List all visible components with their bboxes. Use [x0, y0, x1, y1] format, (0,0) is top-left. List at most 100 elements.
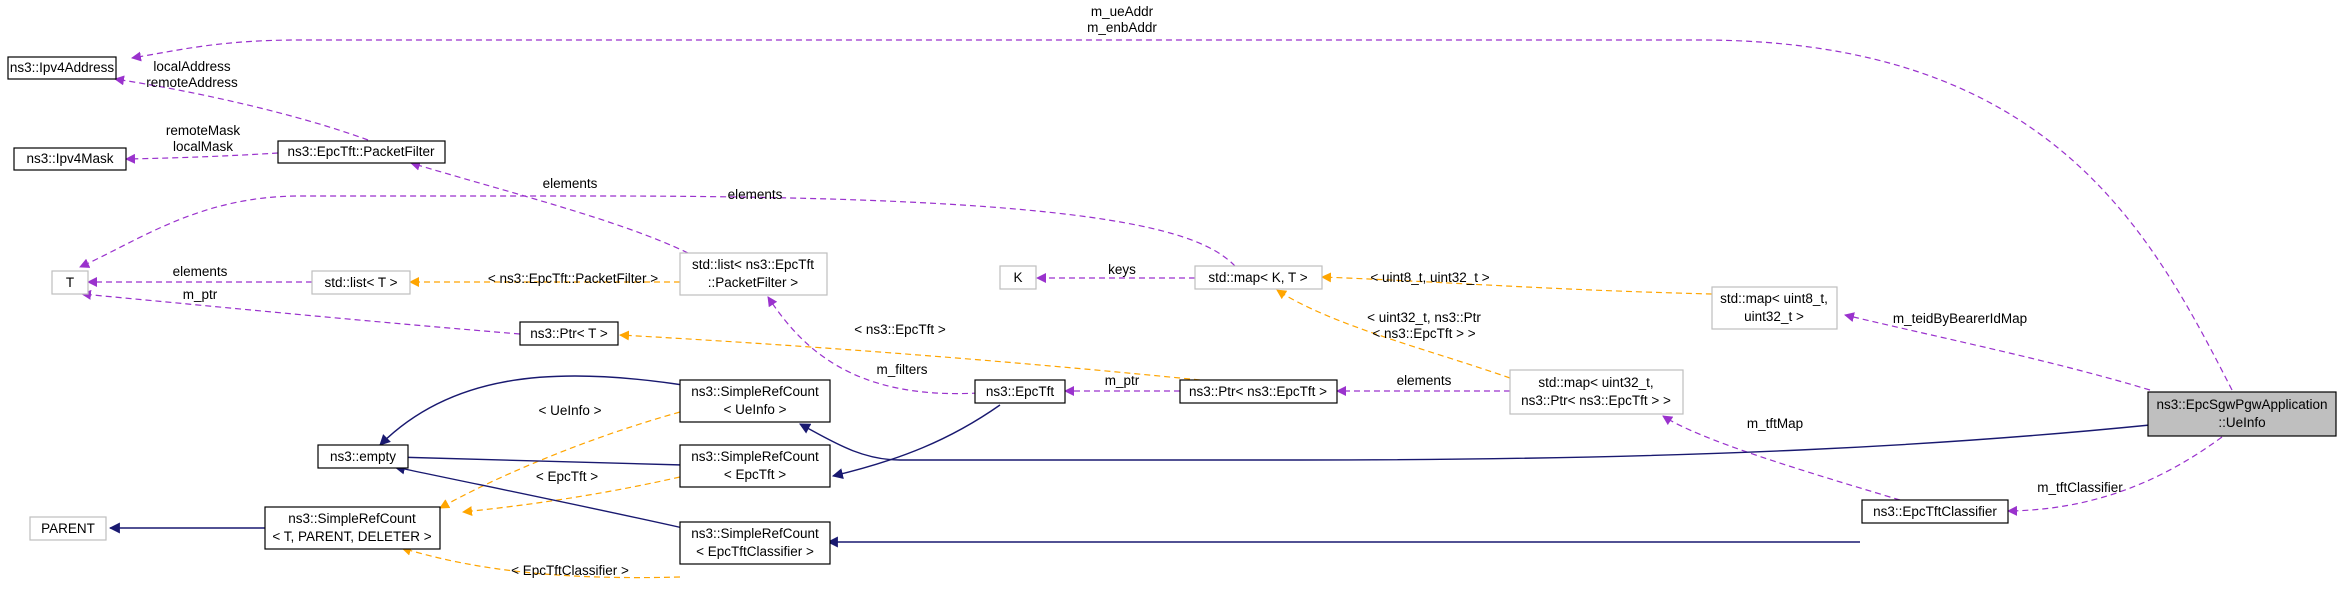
- node-simplerefcount-ueinfo[interactable]: ns3::SimpleRefCount < UeInfo >: [679, 379, 831, 423]
- edge-stdmapu8-to-stdmapkt: [1321, 272, 1713, 295]
- node-stdlist-packetfilter[interactable]: std::list< ns3::EpcTft ::PacketFilter >: [679, 252, 828, 296]
- edge-srcepctft-to-empty: [393, 451, 684, 466]
- node-stdmap-uint32[interactable]: std::map< uint32_t, ns3::Ptr< ns3::EpcTf…: [1509, 369, 1684, 415]
- node-label: std::map< K, T >: [1208, 270, 1307, 285]
- node-label: ns3::EpcTft: [986, 384, 1055, 399]
- edge-label-tpl-epctft: < EpcTft >: [536, 469, 598, 484]
- node-label: ns3::Ptr< ns3::EpcTft > >: [1521, 393, 1671, 408]
- edge-classifier-to-stdmapu32: [1662, 415, 1901, 501]
- edge-label-keys: keys: [1108, 262, 1136, 277]
- node-ueinfo-root[interactable]: ns3::EpcSgwPgwApplication ::UeInfo: [2147, 391, 2337, 437]
- node-simplerefcount-epctft[interactable]: ns3::SimpleRefCount < EpcTft >: [679, 444, 831, 488]
- node-epctftclassifier[interactable]: ns3::EpcTftClassifier: [1861, 499, 2009, 524]
- edge-srcueinfo-to-empty: [379, 375, 684, 446]
- node-label: std::list< T >: [324, 275, 397, 290]
- node-epctft[interactable]: ns3::EpcTft: [974, 379, 1066, 404]
- node-label: K: [1013, 270, 1022, 285]
- edge-ueinfo-to-stdmapu8: [1844, 312, 2151, 391]
- node-label: ns3::EpcTft::PacketFilter: [287, 144, 435, 159]
- edge-srcclassifier-to-srct: [401, 545, 681, 579]
- node-label: ns3::Ptr< T >: [530, 326, 608, 341]
- node-packetfilter[interactable]: ns3::EpcTft::PacketFilter: [277, 140, 446, 164]
- edge-label-remoteaddress: remoteAddress: [146, 75, 238, 90]
- node-ptr-t[interactable]: ns3::Ptr< T >: [519, 321, 619, 346]
- node-ptr-epctft[interactable]: ns3::Ptr< ns3::EpcTft >: [1179, 379, 1338, 404]
- edge-labels-layer: m_ueAddr m_enbAddr localAddress remoteAd…: [146, 4, 2123, 578]
- edge-label-tpl-epctft-ptr: < ns3::EpcTft >: [854, 322, 946, 337]
- edge-ueinfo-to-ipv4address: [131, 39, 2233, 391]
- edge-epctft-to-srcepctft: [831, 404, 1001, 480]
- edge-ueinfo-to-srcueinfo: [799, 423, 2151, 461]
- edge-srcepctft-to-srct: [462, 476, 681, 517]
- edge-ueinfo-to-classifier: [2007, 436, 2223, 516]
- node-label: ::UeInfo: [2218, 415, 2265, 430]
- edge-label-localmask: localMask: [173, 139, 233, 154]
- node-label: ns3::SimpleRefCount: [691, 526, 819, 541]
- node-simplerefcount-classifier[interactable]: ns3::SimpleRefCount < EpcTftClassifier >: [679, 521, 831, 565]
- edge-stdlistpf-to-packetfilter: [410, 160, 689, 254]
- node-stdmap-kt[interactable]: std::map< K, T >: [1194, 265, 1323, 290]
- edge-label-remotemask: remoteMask: [166, 123, 241, 138]
- node-empty[interactable]: ns3::empty: [317, 444, 409, 469]
- edge-epctft-to-stdlistpf: [767, 296, 979, 395]
- node-stdmap-uint8[interactable]: std::map< uint8_t, uint32_t >: [1711, 286, 1838, 330]
- edge-packetfilter-to-ipv4address: [114, 75, 369, 141]
- edge-label-tpl-uint32-cont: < ns3::EpcTft > >: [1372, 326, 1475, 341]
- node-stdlist-t[interactable]: std::list< T >: [311, 270, 411, 295]
- edge-label-tpl-uint8: < uint8_t, uint32_t >: [1370, 270, 1489, 285]
- node-label: ns3::EpcTftClassifier: [1873, 504, 1997, 519]
- node-T[interactable]: T: [51, 270, 89, 295]
- edge-ptrepctft-to-ptrt: [619, 330, 1201, 381]
- node-label: ns3::Ipv4Mask: [26, 151, 113, 166]
- edge-label-elements-list: elements: [173, 264, 228, 279]
- node-label: std::list< ns3::EpcTft: [692, 257, 814, 272]
- node-label: ::PacketFilter >: [708, 275, 799, 290]
- node-label: PARENT: [41, 521, 95, 536]
- edge-srcueinfo-to-srct: [439, 411, 681, 509]
- edge-packetfilter-to-ipv4mask: [125, 152, 279, 164]
- edge-label-localaddress: localAddress: [153, 59, 231, 74]
- node-label: ns3::SimpleRefCount: [288, 511, 416, 526]
- edge-label-elements-map: elements: [728, 187, 783, 202]
- node-label: < T, PARENT, DELETER >: [272, 529, 431, 544]
- node-label: std::map< uint8_t,: [1720, 291, 1828, 306]
- node-K[interactable]: K: [999, 265, 1037, 290]
- edge-label-teid-map: m_teidByBearerIdMap: [1893, 311, 2027, 326]
- node-label: ns3::empty: [330, 449, 396, 464]
- node-label: ns3::Ipv4Address: [10, 60, 115, 75]
- node-simplerefcount-t[interactable]: ns3::SimpleRefCount < T, PARENT, DELETER…: [264, 506, 441, 550]
- edge-stdmapu32-to-stdmapkt: [1276, 289, 1511, 379]
- edge-stdmapkt-to-T: [79, 195, 1236, 268]
- node-label: ns3::EpcSgwPgwApplication: [2156, 397, 2327, 412]
- node-label: ns3::Ptr< ns3::EpcTft >: [1189, 384, 1327, 399]
- edge-label-tpl-ueinfo: < UeInfo >: [538, 403, 601, 418]
- edge-srcclassifier-to-empty: [393, 463, 684, 529]
- node-ipv4address[interactable]: ns3::Ipv4Address: [7, 56, 117, 80]
- edge-label-elements-pf: elements: [543, 176, 598, 191]
- edge-label-mfilters: m_filters: [876, 362, 927, 377]
- edge-label-tpl-classifier: < EpcTftClassifier >: [511, 563, 629, 578]
- nodes-layer: ns3::Ipv4Address ns3::Ipv4Mask ns3::EpcT…: [7, 56, 2337, 565]
- edge-label-mptr-epctft: m_ptr: [1105, 373, 1140, 388]
- edge-label-tftclassifier: m_tftClassifier: [2037, 480, 2123, 495]
- node-label: T: [66, 275, 74, 290]
- edge-label-tpl-uint32: < uint32_t, ns3::Ptr: [1367, 310, 1481, 325]
- node-label: uint32_t >: [1744, 309, 1804, 324]
- node-label: < UeInfo >: [723, 402, 786, 417]
- edges-layer: [79, 39, 2233, 579]
- edge-label-mptr-t: m_ptr: [183, 287, 218, 302]
- node-parent[interactable]: PARENT: [29, 516, 107, 541]
- node-label: < EpcTft >: [724, 467, 786, 482]
- node-label: ns3::SimpleRefCount: [691, 449, 819, 464]
- edge-label-tpl-packetfilter: < ns3::EpcTft::PacketFilter >: [488, 271, 658, 286]
- edge-label-tftmap: m_tftMap: [1747, 416, 1803, 431]
- node-ipv4mask[interactable]: ns3::Ipv4Mask: [13, 147, 127, 171]
- node-label: < EpcTftClassifier >: [696, 544, 814, 559]
- edge-label-elements-uint32: elements: [1397, 373, 1452, 388]
- node-label: ns3::SimpleRefCount: [691, 384, 819, 399]
- edge-ptrt-to-T: [81, 289, 521, 335]
- edge-label-ueaddr: m_ueAddr: [1091, 4, 1154, 19]
- node-label: std::map< uint32_t,: [1538, 375, 1653, 390]
- edge-label-enbaddr: m_enbAddr: [1087, 20, 1157, 35]
